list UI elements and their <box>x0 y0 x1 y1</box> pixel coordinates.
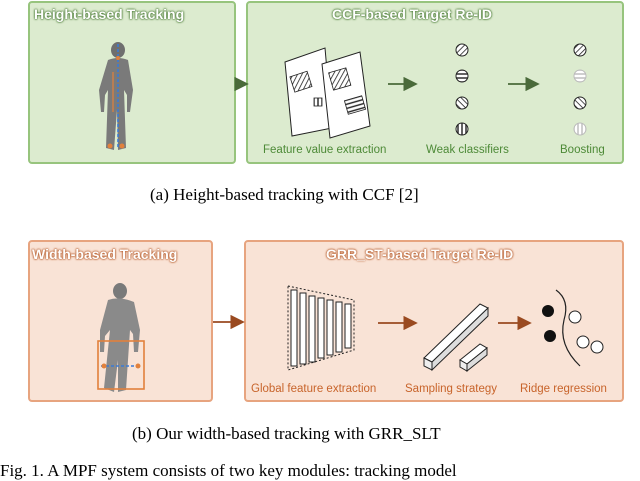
height-tracking-panel <box>28 1 236 164</box>
boosting-icons <box>573 43 587 136</box>
grr-reid-title: GRR_ST-based Target Re-ID <box>326 246 514 262</box>
caption-b: (b) Our width-based tracking with GRR_SL… <box>132 424 441 443</box>
feature-page-icon <box>284 47 371 139</box>
person-silhouette-icon <box>99 42 133 150</box>
step-weak-classifiers: Weak classifiers <box>426 144 509 156</box>
figure-footer: Fig. 1. A MPF system consists of two key… <box>0 461 457 480</box>
ridge-regression-icon <box>542 289 604 367</box>
grr-reid-panel <box>244 240 624 402</box>
width-tracking-title: Width-based Tracking <box>32 246 178 262</box>
sampling-bars-icon <box>423 303 489 373</box>
step-ridge-regression: Ridge regression <box>520 383 607 395</box>
step-boosting: Boosting <box>560 144 605 156</box>
person-width-silhouette-icon <box>97 283 145 392</box>
step-global-feature-extraction: Global feature extraction <box>251 383 377 395</box>
ccf-reid-title: CCF-based Target Re-ID <box>332 6 492 22</box>
weak-classifier-icons <box>455 43 469 136</box>
caption-a: (a) Height-based tracking with CCF [2] <box>150 185 419 204</box>
step-feature-value-extraction: Feature value extraction <box>263 144 387 156</box>
height-tracking-title: Height-based Tracking <box>34 6 185 22</box>
global-feature-icon <box>287 285 355 371</box>
step-sampling-strategy: Sampling strategy <box>405 383 498 395</box>
